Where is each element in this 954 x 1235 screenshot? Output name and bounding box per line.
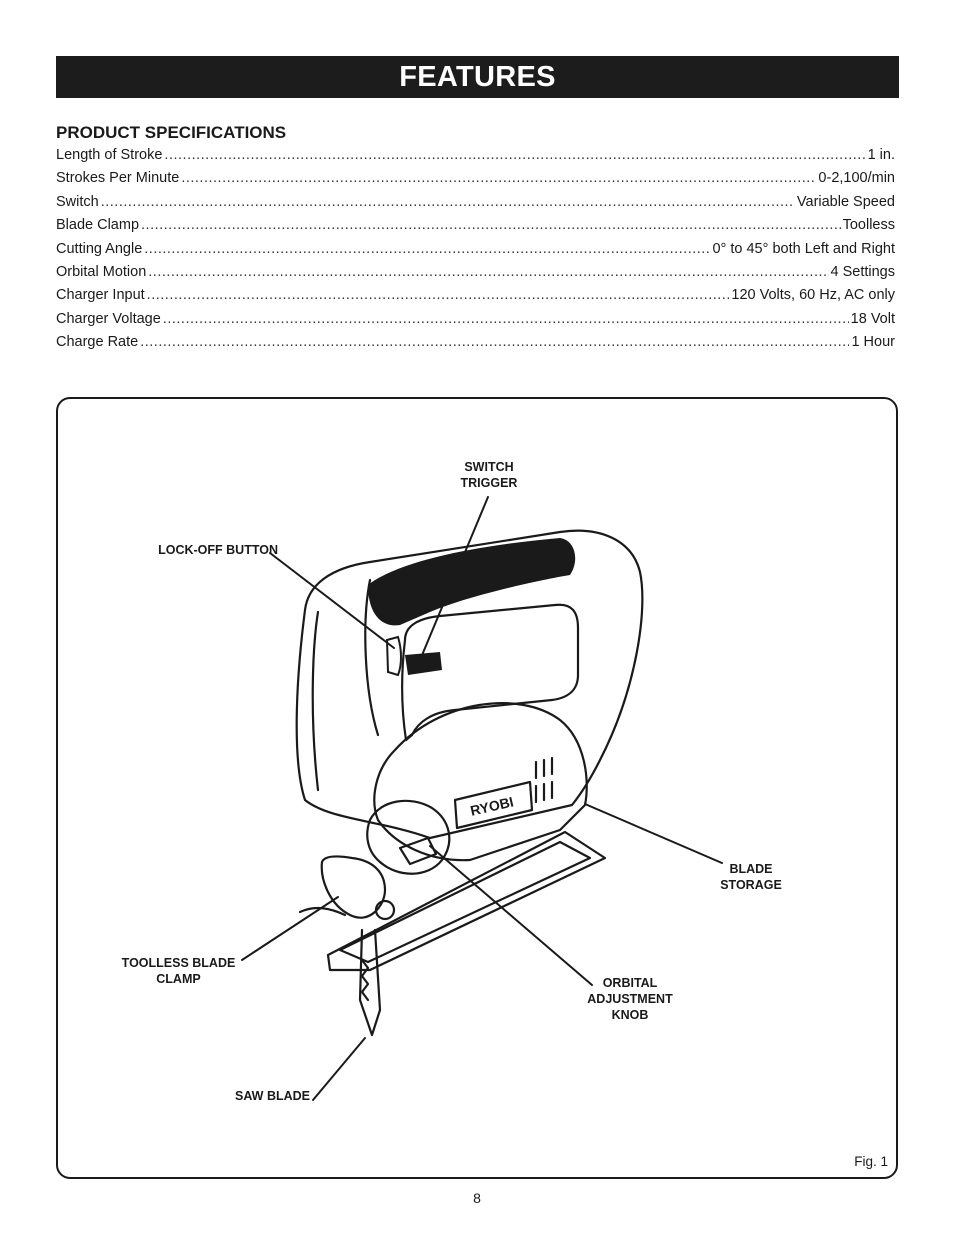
spec-row: Orbital Motion 4 Settings (56, 264, 895, 287)
spec-value: Variable Speed (796, 193, 895, 210)
leader-toolless-blade-clamp (241, 896, 339, 961)
figure-label: Fig. 1 (854, 1154, 888, 1169)
leader-saw-blade (312, 1037, 366, 1101)
spec-value: 18 Volt (850, 310, 895, 327)
spec-row: Strokes Per Minute 0-2,100/min (56, 170, 895, 193)
spec-row: Length of Stroke 1 in. (56, 147, 895, 170)
spec-value: 1 Hour (851, 334, 895, 351)
spec-label: Blade Clamp (56, 217, 140, 234)
leader-orbital-adjustment-knob (429, 845, 593, 986)
leader-switch-trigger (419, 496, 489, 661)
spec-row: Cutting Angle 0° to 45° both Left and Ri… (56, 241, 895, 264)
spec-label: Length of Stroke (56, 147, 163, 163)
spec-label: Orbital Motion (56, 263, 147, 280)
spec-label: Charger Voltage (56, 310, 161, 327)
page-number: 8 (473, 1190, 481, 1206)
spec-value: 4 Settings (830, 263, 896, 280)
spec-label: Charger Input (56, 287, 145, 304)
spec-value: 0° to 45° both Left and Right (712, 240, 895, 257)
callout-orbital-adjustment-knob: ORBITAL ADJUSTMENT KNOB (587, 976, 673, 1022)
callout-toolless-blade-clamp: TOOLLESS BLADE CLAMP (121, 956, 236, 986)
leader-lock-off-button (269, 552, 395, 649)
spec-row: Charge Rate 1 Hour (56, 334, 895, 357)
page-title-banner: FEATURES (56, 56, 899, 98)
spec-value: 120 Volts, 60 Hz, AC only (731, 287, 895, 304)
callout-saw-blade: SAW BLADE (235, 1089, 310, 1103)
spec-value: 0-2,100/min (818, 170, 895, 187)
spec-row: Charger Voltage 18 Volt (56, 311, 895, 334)
callout-switch-trigger: SWITCH TRIGGER (460, 460, 518, 490)
leader-blade-storage (584, 803, 723, 864)
spec-label: Cutting Angle (56, 240, 143, 257)
spec-row: Charger Input 120 Volts, 60 Hz, AC only (56, 287, 895, 310)
spec-label: Charge Rate (56, 334, 139, 351)
spec-label: Strokes Per Minute (56, 170, 180, 187)
spec-row: Blade Clamp Toolless (56, 217, 895, 240)
spec-list: Length of Stroke 1 in. Strokes Per Minut… (56, 147, 895, 358)
spec-label: Switch (56, 193, 99, 210)
spec-value: Toolless (842, 217, 895, 234)
page-title: FEATURES (399, 61, 556, 93)
section-title: PRODUCT SPECIFICATIONS (56, 123, 287, 142)
spec-value: 1 in. (867, 147, 895, 163)
figure-frame (56, 397, 898, 1179)
callout-lock-off-button: LOCK-OFF BUTTON (158, 543, 278, 557)
spec-row: Switch Variable Speed (56, 194, 895, 217)
callout-blade-storage: BLADE STORAGE (720, 862, 782, 892)
